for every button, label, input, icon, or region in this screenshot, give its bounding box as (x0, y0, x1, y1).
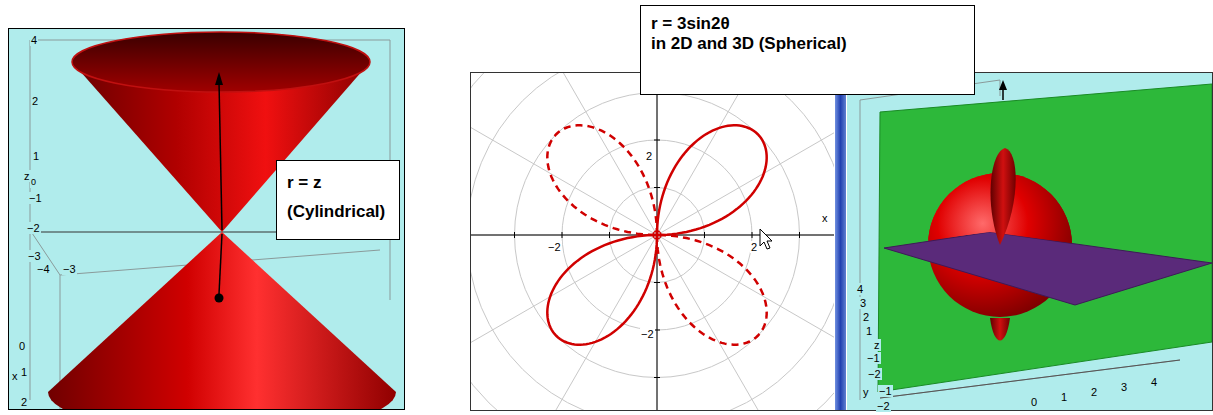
axis-tick-label: 4 (30, 34, 38, 46)
axis-tick-label: 2 (1090, 386, 1098, 398)
normal-line (219, 234, 222, 294)
axis-tick-label: 1 (1060, 391, 1068, 403)
tick-mark (752, 232, 753, 238)
callout-box: r = z (Cylindrical) (276, 160, 400, 240)
callout-text: r = z (287, 173, 322, 193)
axis-tick-label: 3 (1120, 381, 1128, 393)
point-marker (215, 294, 224, 303)
axis-tick-label: −4 (36, 263, 51, 275)
arrow-head (215, 72, 223, 85)
rose-curve (547, 125, 766, 344)
axis-tick-label: 2 (645, 150, 653, 162)
panel-frame (471, 73, 1213, 411)
axis-tick-label: 1 (20, 366, 28, 378)
vertical-plane (878, 84, 1212, 392)
axis-tick-label: −2 (640, 328, 655, 340)
axis-tick-label: −2 (547, 241, 562, 253)
rose-petal-dashed (547, 125, 657, 235)
mouse-cursor (760, 229, 772, 249)
tick-mark (562, 232, 563, 238)
callout-box: r = 3sin2θin 2D and 3D (Spherical) (640, 5, 975, 95)
divider-bar (835, 73, 846, 410)
axis-tick-label: 3 (859, 297, 867, 309)
cone-panel (9, 29, 405, 415)
axis-ticks (515, 93, 800, 378)
tick-mark (654, 187, 660, 188)
sphere-plot (860, 80, 1212, 400)
normal-arrow (219, 82, 222, 230)
axis-tick-label: 4 (1150, 376, 1158, 388)
rose-petal (547, 235, 657, 345)
axis-tick-label: x (821, 212, 829, 224)
tick-mark (514, 232, 515, 238)
axis-tick-label: −1 (866, 352, 881, 364)
tick-mark (704, 232, 705, 238)
axis-tick-label: −1 (878, 385, 893, 397)
plot-ground (847, 73, 1212, 410)
axis-tick-label: 1 (32, 150, 40, 162)
axis-tick-label: −3 (62, 263, 77, 275)
grid-circle (471, 73, 834, 410)
axis-tick-label: 1 (865, 325, 873, 337)
grid-circle (471, 73, 834, 410)
tick-mark (609, 232, 610, 238)
plot-ground (471, 73, 834, 410)
axis-tick-label: x (11, 370, 19, 382)
axis-tick-label: 2 (862, 311, 870, 323)
sphere-panel (847, 73, 1212, 410)
axis-line (880, 360, 1180, 398)
origin-marker (653, 231, 661, 239)
cone-plot (30, 32, 396, 409)
axis-tick-label: −2 (867, 368, 882, 380)
axis-tick-label: −2 (876, 400, 891, 412)
callout-text: (Cylindrical) (287, 202, 385, 222)
axis-tick-label: 0 (18, 340, 26, 352)
lower-cone (48, 232, 396, 409)
axis-tick-label: 0 (30, 176, 37, 188)
polar-grid (471, 73, 834, 410)
horizontal-plane (884, 232, 1212, 305)
callout-text: r = 3sin2θ (651, 14, 730, 34)
tick-mark (799, 232, 800, 238)
axis-tick-label: −1 (28, 192, 43, 204)
tick-mark (654, 140, 660, 141)
tick-mark (654, 282, 660, 283)
axis-tick-label: 2 (750, 241, 758, 253)
axis-tick-label: 4 (856, 283, 864, 295)
rose-lobe (990, 318, 1010, 341)
axis-tick-label: −3 (27, 250, 42, 262)
rose-lobe (991, 148, 1016, 245)
axis-tick-label: 2 (20, 396, 28, 408)
rose-petal (657, 125, 767, 235)
cone-opening (72, 32, 370, 92)
axis-tick-label: y (862, 386, 870, 398)
rose-petal-dashed (657, 235, 767, 345)
tick-mark (654, 377, 660, 378)
axis-tick-label: −2 (26, 222, 41, 234)
polar-plot (471, 73, 834, 410)
axis-tick-label: 0 (1030, 396, 1038, 408)
tick-mark (654, 330, 660, 331)
arrow-head (999, 80, 1007, 90)
callout-text: in 2D and 3D (Spherical) (651, 34, 847, 54)
axis-tick-label: 2 (31, 95, 39, 107)
axis-line (471, 73, 834, 410)
axis-tick-label: z (873, 339, 881, 351)
